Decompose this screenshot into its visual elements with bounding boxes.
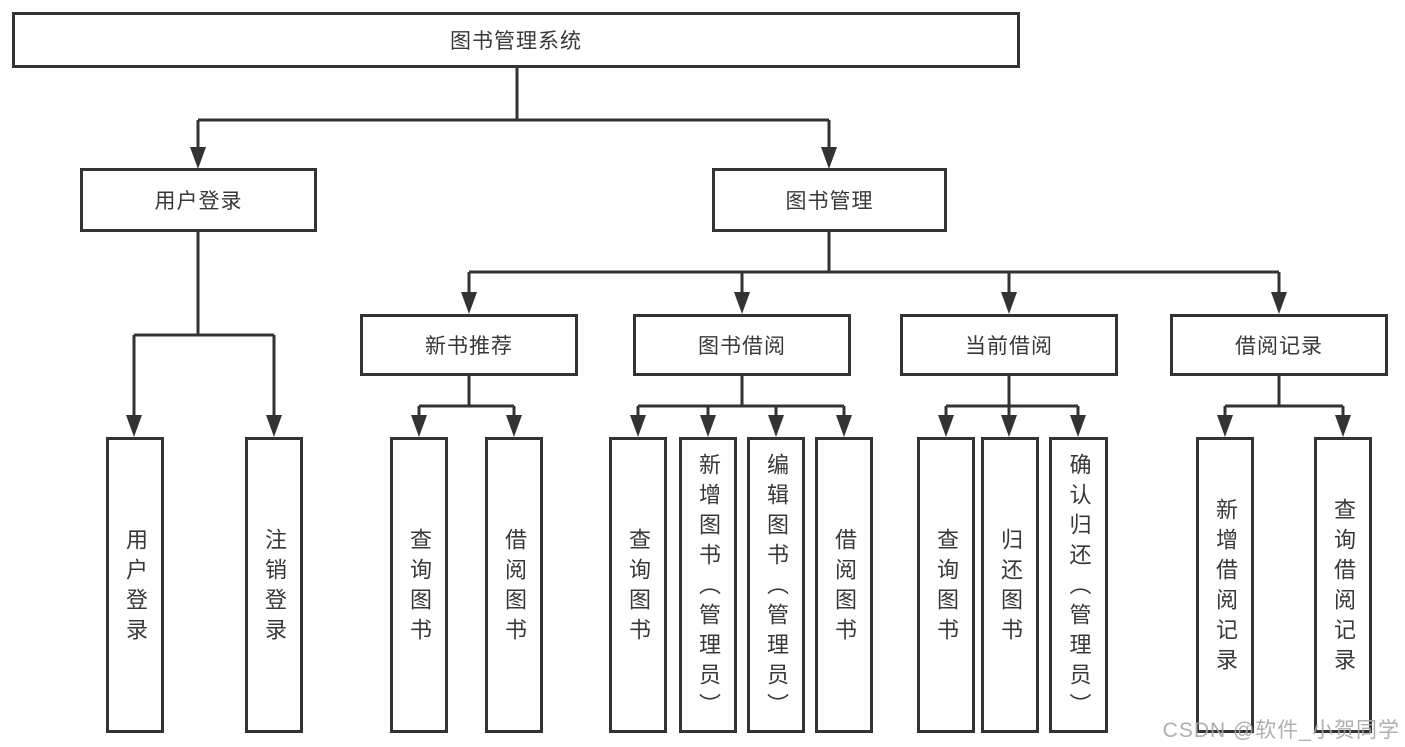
arrowhead [506,415,522,437]
node-current-borrowing: 当前借阅 [900,314,1118,376]
leaf-borrow-books-recommend: 借阅图书 [485,437,543,733]
arrowhead [700,415,716,437]
node-book-borrowing: 图书借阅 [633,314,851,376]
arrowhead [1070,415,1086,437]
leaf-query-books-borrowing: 查询图书 [609,437,667,733]
arrowhead [1001,415,1017,437]
arrowhead [821,147,837,169]
leaf-query-books-recommend: 查询图书 [390,437,448,733]
arrowhead [630,415,646,437]
branch-user-login [126,232,282,437]
leaf-user-login: 用户登录 [106,437,164,733]
node-library-management-system: 图书管理系统 [12,12,1020,68]
arrowhead [836,415,852,437]
branch-book-borrowing [630,376,852,437]
arrowhead [1335,415,1351,437]
arrowhead [1217,415,1233,437]
node-book-management: 图书管理 [712,168,947,232]
csdn-watermark: CSDN @软件_小贺同学 [1162,719,1400,742]
arrowhead [734,292,750,314]
leaf-edit-book-admin: 编辑图书（管理员） [747,437,805,733]
arrowhead [768,415,784,437]
leaf-return-books: 归还图书 [981,437,1039,733]
branch-borrowing-records [1217,376,1351,437]
leaf-query-books-current: 查询图书 [917,437,975,733]
branch-new-book-recommendation [411,376,522,437]
branch-book-management [461,232,1287,314]
leaf-confirm-return-admin: 确认归还（管理员） [1049,437,1108,733]
arrowhead [461,292,477,314]
arrowhead [266,415,282,437]
node-borrowing-records: 借阅记录 [1170,314,1388,376]
leaf-borrow-books-borrowing: 借阅图书 [815,437,873,733]
leaf-logout: 注销登录 [245,437,303,733]
node-new-book-recommendation: 新书推荐 [360,314,578,376]
leaf-add-borrow-record: 新增借阅记录 [1196,437,1254,733]
branch-current-borrowing [938,376,1086,437]
arrowhead [1001,292,1017,314]
arrowhead [190,147,206,169]
arrowhead [1271,292,1287,314]
node-user-login: 用户登录 [80,168,317,232]
leaf-query-borrow-record: 查询借阅记录 [1314,437,1372,733]
arrowhead [126,415,142,437]
branch-root [190,68,837,169]
arrowhead [938,415,954,437]
arrowhead [411,415,427,437]
leaf-add-book-admin: 新增图书（管理员） [679,437,737,733]
